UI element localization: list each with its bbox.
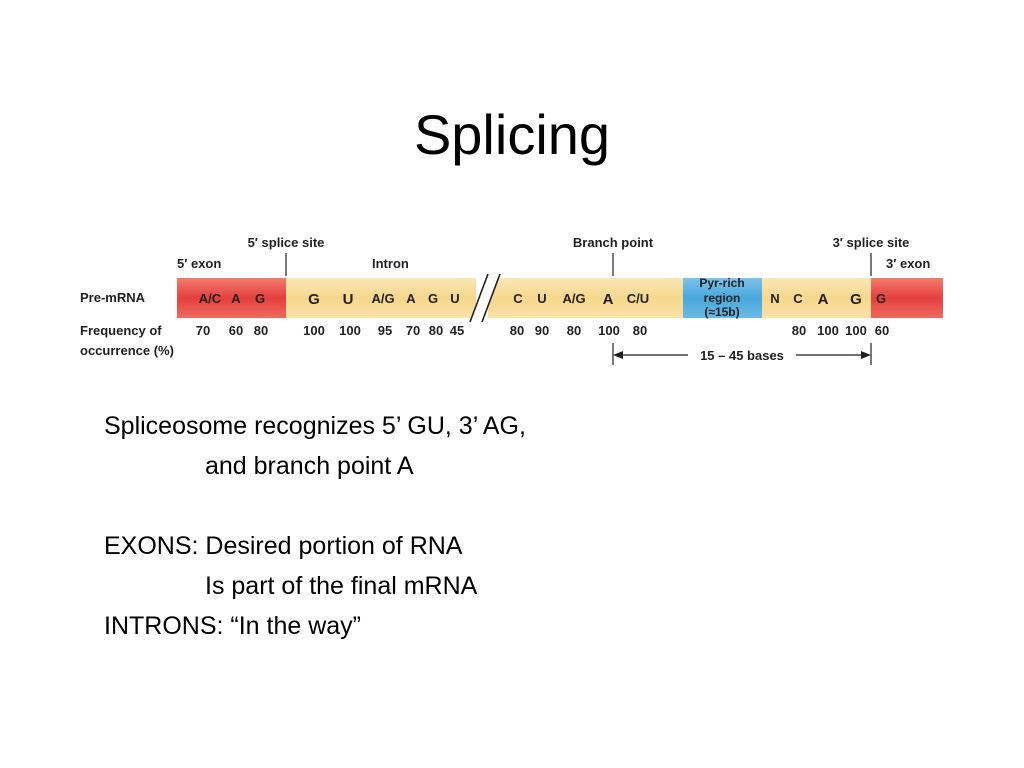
body-spacer (104, 486, 526, 526)
three-prime-exon-segment (871, 278, 943, 318)
span-arrow-left (613, 351, 623, 359)
break-line-right (481, 273, 501, 323)
three-prime-exon-label: 3′ exon (886, 256, 930, 271)
slide-title: Splicing (413, 103, 611, 166)
nucleotide-14: N (770, 291, 779, 306)
nucleotide-0: A/C (199, 291, 222, 306)
frequency-18: 100 (845, 323, 867, 338)
frequency-label-line2: occurrence (%) (80, 343, 174, 358)
nucleotide-12: A (603, 291, 614, 308)
frequency-0: 70 (196, 323, 210, 338)
frequency-16: 80 (792, 323, 806, 338)
nucleotide-10: U (537, 291, 546, 306)
branch-point-label: Branch point (573, 235, 654, 250)
frequency-1: 60 (229, 323, 243, 338)
frequency-9: 80 (510, 323, 524, 338)
frequency-7: 80 (429, 323, 443, 338)
nucleotide-13: C/U (627, 291, 649, 306)
nucleotide-5: A/G (371, 291, 394, 306)
body-line-1: Spliceosome recognizes 5’ GU, 3’ AG, (104, 412, 526, 440)
frequency-2: 80 (254, 323, 268, 338)
intron-segment-right (762, 278, 871, 318)
pyr-rich-line1: Pyr-rich (699, 276, 744, 290)
frequency-12: 100 (598, 323, 620, 338)
five-prime-exon-label: 5′ exon (177, 256, 221, 271)
five-prime-exon-segment (177, 278, 286, 318)
frequency-4: 100 (339, 323, 361, 338)
body-line-6: INTRONS: “In the way” (104, 612, 361, 640)
span-arrow-right (861, 351, 871, 359)
nucleotide-8: U (450, 291, 459, 306)
break-line-left (469, 273, 489, 323)
nucleotide-15: C (793, 291, 803, 306)
frequency-5: 95 (378, 323, 392, 338)
nucleotide-2: G (255, 291, 265, 306)
frequency-8: 45 (450, 323, 464, 338)
frequency-3: 100 (303, 323, 325, 338)
nucleotide-16: A (818, 291, 829, 308)
nucleotide-6: A (406, 291, 416, 306)
frequency-6: 70 (406, 323, 420, 338)
nucleotide-18: G (876, 291, 886, 306)
body-line-2: and branch point A (205, 452, 414, 480)
frequency-10: 90 (535, 323, 549, 338)
intron-segment-middle (488, 278, 683, 318)
pre-mrna-label: Pre-mRNA (80, 290, 146, 305)
pyr-rich-line3: (≈15b) (704, 305, 739, 319)
span-label: 15 – 45 bases (700, 348, 784, 363)
nucleotide-7: G (428, 291, 438, 306)
frequency-17: 100 (817, 323, 839, 338)
nucleotide-3: G (308, 291, 320, 308)
nucleotide-1: A (231, 291, 241, 306)
body-line-4: EXONS: Desired portion of RNA (104, 532, 463, 560)
nucleotide-4: U (343, 291, 354, 308)
intron-segment-left (286, 278, 476, 318)
pyr-rich-line2: region (704, 291, 741, 305)
nucleotide-9: C (513, 291, 523, 306)
intron-label: Intron (372, 256, 409, 271)
frequency-11: 80 (567, 323, 581, 338)
frequency-label-line1: Frequency of (80, 323, 162, 338)
nucleotide-17: G (850, 291, 862, 308)
break-gap (470, 274, 500, 322)
splicing-diagram: 5′ splice site 5′ exon Intron Branch poi… (80, 235, 943, 365)
three-prime-splice-site-label: 3′ splice site (833, 235, 910, 250)
pyr-rich-region-segment (683, 278, 762, 318)
body-line-5: Is part of the final mRNA (205, 572, 478, 600)
frequency-13: 80 (633, 323, 647, 338)
body-text: Spliceosome recognizes 5’ GU, 3’ AG, and… (104, 406, 526, 646)
frequency-values: 70 60 80 100 100 95 70 80 45 80 90 80 100 80 80 100 100 6… (196, 323, 889, 338)
nucleotide-11: A/G (562, 291, 585, 306)
frequency-19: 60 (875, 323, 889, 338)
five-prime-splice-site-label: 5′ splice site (248, 235, 325, 250)
